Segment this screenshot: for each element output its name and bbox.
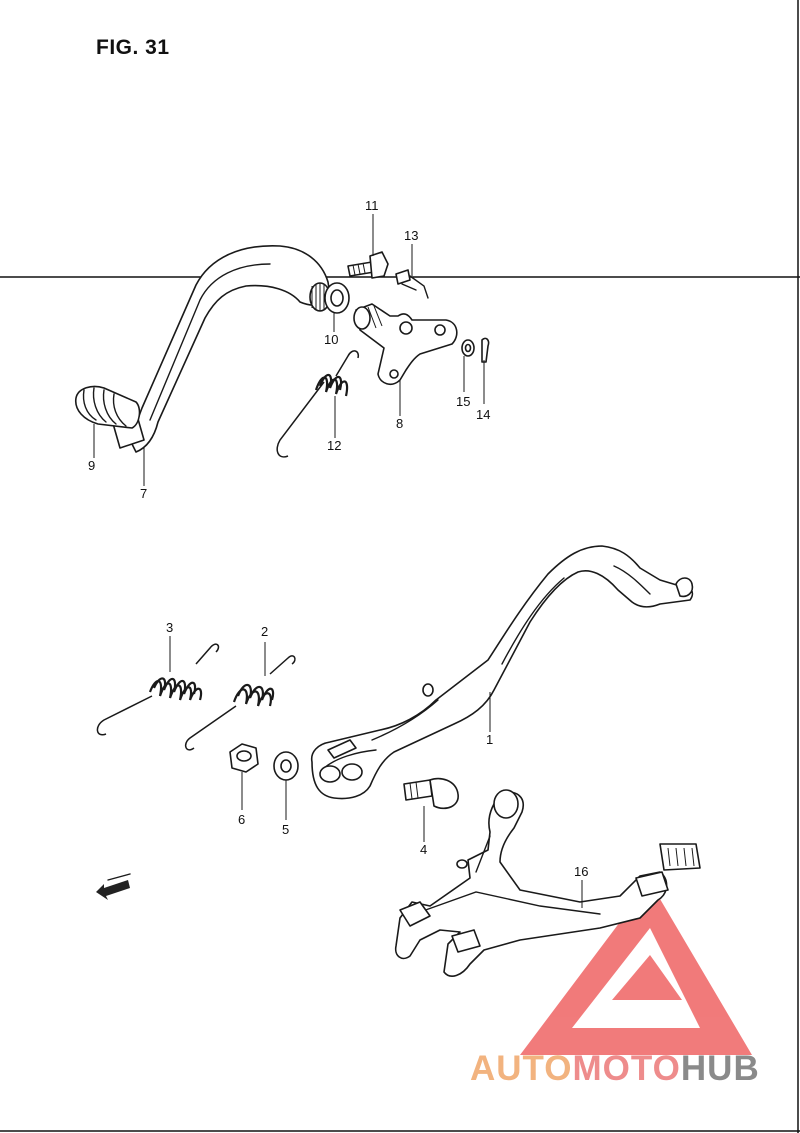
label-part-5: 5 [282, 822, 289, 837]
return-spring [276, 350, 360, 458]
label-part-12: 12 [327, 438, 341, 453]
center-stand [394, 789, 701, 977]
pinch-bolt [347, 251, 389, 279]
washer-15 [461, 339, 475, 357]
pivot-bolt [403, 777, 459, 810]
watermark-moto: MOTO [572, 1049, 681, 1088]
label-part-3: 3 [166, 620, 173, 635]
nut-6 [229, 743, 259, 773]
washer-10 [324, 282, 350, 314]
leader-lines [93, 214, 583, 908]
label-part-16: 16 [574, 864, 588, 879]
brake-spring-2 [184, 655, 296, 751]
watermark-logo [520, 882, 752, 1055]
watermark-auto: AUTO [470, 1049, 573, 1088]
shift-pedal-rubber [74, 385, 141, 429]
watermark-hub: HUB [680, 1049, 760, 1088]
watermark-text: AUTOMOTOHUB [470, 1049, 760, 1089]
figure-title: FIG. 31 [96, 36, 170, 59]
label-part-10: 10 [324, 332, 338, 347]
label-part-6: 6 [238, 812, 245, 827]
label-part-9: 9 [88, 458, 95, 473]
brake-pedal [310, 545, 694, 800]
label-part-7: 7 [140, 486, 147, 501]
label-part-2: 2 [261, 624, 268, 639]
label-part-8: 8 [396, 416, 403, 431]
clip-pin [395, 269, 429, 299]
label-part-11: 11 [365, 198, 379, 213]
label-part-1: 1 [486, 732, 493, 747]
cotter-pin-14 [481, 337, 490, 363]
label-part-14: 14 [476, 407, 490, 422]
part-labels: 11 13 10 7 9 12 8 15 14 3 2 1 6 5 4 16 [88, 198, 588, 879]
front-direction-arrow-icon [96, 873, 131, 900]
label-part-13: 13 [404, 228, 418, 243]
washer-5 [273, 751, 299, 781]
label-part-15: 15 [456, 394, 470, 409]
label-part-4: 4 [420, 842, 427, 857]
shift-shaft-arm [353, 303, 458, 386]
brake-spring-3 [96, 643, 220, 736]
